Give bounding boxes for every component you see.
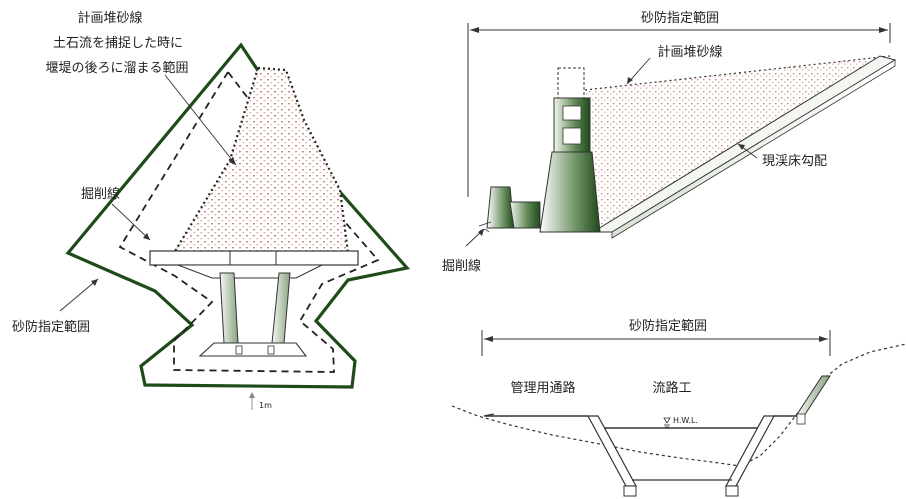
- cross-area-label: 砂防指定範囲: [629, 318, 707, 334]
- plan-area-label: 砂防指定範囲: [12, 319, 90, 335]
- cross-right-channel-wall: [724, 415, 776, 487]
- plan-sub-dam: [198, 342, 308, 357]
- plan-apron: [177, 264, 323, 279]
- plan-title-line1: 計画堆砂線: [77, 10, 142, 26]
- cross-road-label: 管理用通路: [510, 380, 575, 396]
- leader-sediment: [164, 74, 237, 166]
- cross-road-left-slope: [483, 413, 495, 417]
- cross-left-channel-wall: [586, 415, 638, 487]
- plan-designated-area-boundary: [65, 42, 411, 389]
- leader-plan-area: [59, 278, 99, 312]
- side-sediment-label: 計画堆砂線: [657, 44, 722, 60]
- side-area-label: 砂防指定範囲: [641, 10, 719, 26]
- cross-right-retaining-wall: [795, 375, 831, 417]
- plan-dam-crest: [149, 250, 359, 266]
- side-dam-planned-crest: [557, 67, 585, 99]
- side-excavation-label: 掘削線: [442, 258, 481, 274]
- plan-excavation-line: [118, 70, 380, 373]
- plan-excavation-label: 掘削線: [81, 186, 120, 202]
- plan-title-line2: 土石流を捕捉した時に: [53, 35, 183, 51]
- side-apron: [509, 201, 541, 229]
- plan-right-wing-wall: [271, 272, 291, 344]
- plan-sediment-area: [172, 66, 350, 255]
- side-sub-dam: [486, 186, 515, 229]
- side-bed-slope-label: 現渓床勾配: [762, 154, 827, 169]
- side-bed-slope-face: [611, 59, 896, 239]
- side-dam-body: [539, 151, 601, 233]
- plan-offset-label: 1m: [259, 401, 272, 410]
- plan-view: 計画堆砂線 土石流を捕捉した時に 堰堤の後ろに溜まる範囲 掘削線 砂防指定範囲 …: [12, 10, 411, 410]
- side-view: 砂防指定範囲 計画堆砂線 現渓床勾配 掘削線: [442, 10, 897, 274]
- cross-original-ground: [451, 343, 906, 467]
- side-sediment-line: [584, 55, 891, 91]
- cross-channel-label: 流路工: [652, 380, 691, 396]
- plan-title-line3: 堰堤の後ろに溜まる範囲: [45, 61, 188, 76]
- cross-section: 砂防指定範囲 管理用通路 流路工 H.W.L.: [451, 318, 906, 497]
- leader-plan-excavation: [111, 203, 151, 241]
- plan-left-wing-wall: [219, 272, 239, 344]
- cross-hwl-label: H.W.L.: [673, 416, 698, 425]
